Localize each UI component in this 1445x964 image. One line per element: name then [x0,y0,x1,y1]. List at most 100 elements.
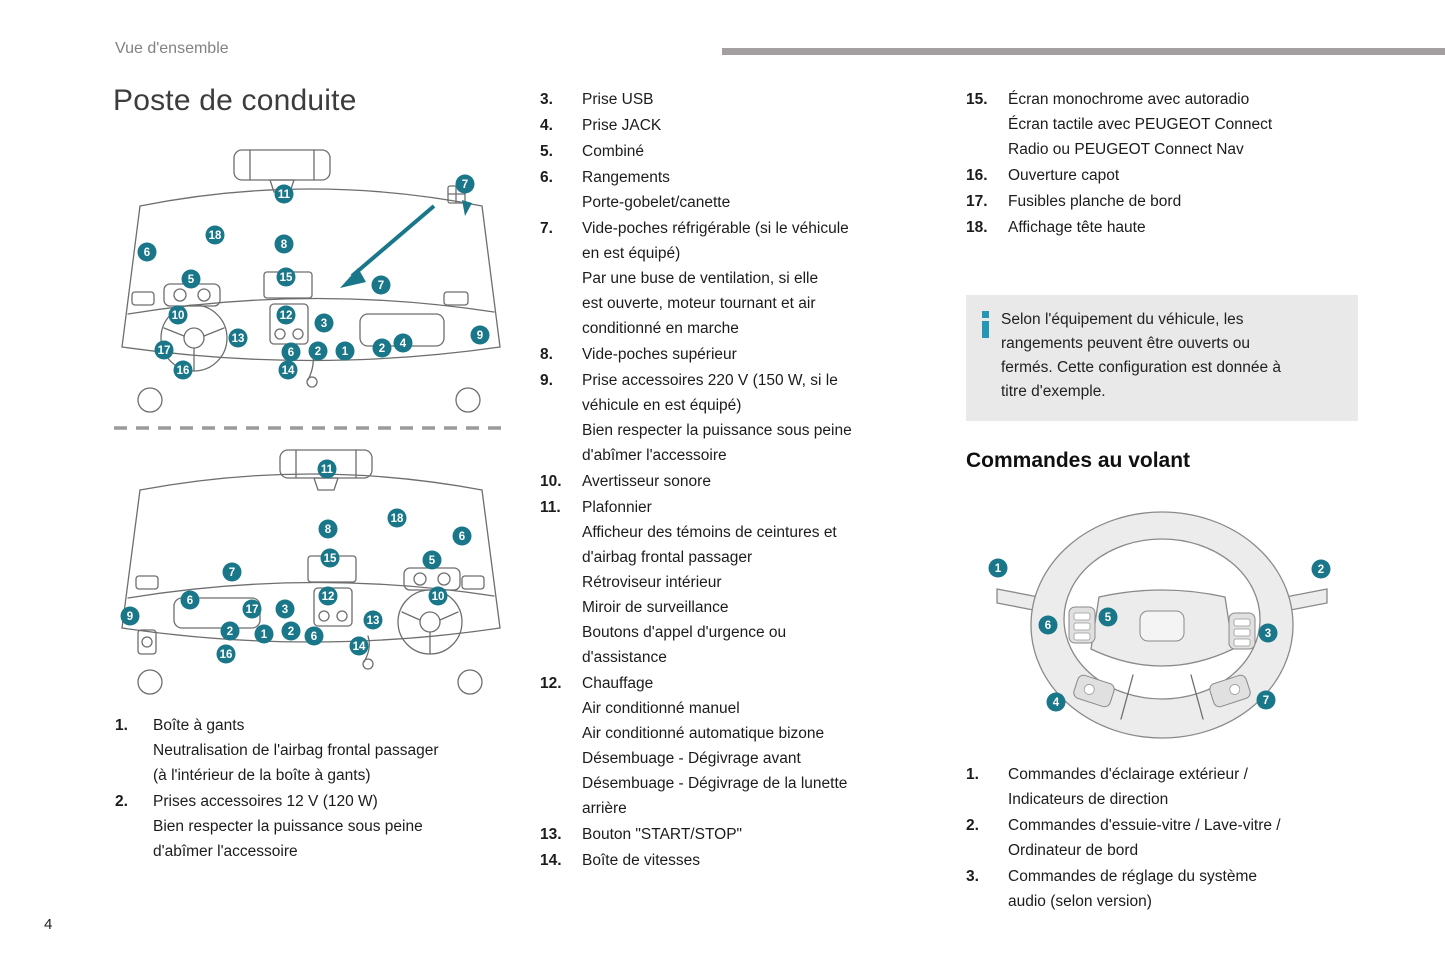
item-number: 11. [540,499,561,516]
callout-badge-12: 12 [318,586,338,606]
item-text: Commandes d'essuie-vitre / Lave-vitre / … [1008,817,1281,859]
svg-text:5: 5 [188,274,195,286]
list-item: 15.Écran monochrome avec autoradio Écran… [966,87,1371,162]
item-text: Commandes de réglage du système audio (s… [1008,868,1257,910]
item-text: Prise JACK [582,117,662,134]
item-number: 15. [966,91,988,108]
svg-text:16: 16 [177,365,190,377]
item-number: 3. [966,868,979,885]
steering-wheel-line-art [996,511,1328,739]
pointer-arrow [340,200,472,288]
callout-badge-4: 4 [393,333,413,353]
item-list-wheel: 1.Commandes d'éclairage extérieur / Indi… [966,762,1371,915]
callout-badge-13: 13 [228,328,248,348]
item-number: 5. [540,143,553,160]
svg-text:14: 14 [353,641,366,653]
item-text: Combiné [582,143,645,160]
list-item: 9.Prise accessoires 220 V (150 W, si le … [540,368,925,468]
svg-text:13: 13 [232,333,245,345]
section-title-steering: Commandes au volant [966,449,1191,472]
svg-text:4: 4 [400,338,407,350]
callout-badge-17: 17 [154,340,174,360]
svg-text:3: 3 [321,318,327,330]
callout-badge-7: 7 [222,562,242,582]
callout-badge-2: 2 [220,621,240,641]
callout-badge-16: 16 [173,360,193,380]
list-item: 14.Boîte de vitesses [540,848,925,873]
svg-text:1: 1 [342,346,349,358]
svg-text:15: 15 [324,553,337,565]
list-item: 7. Vide-poches réfrigérable (si le véhicu… [540,216,925,341]
item-number: 13. [540,826,562,843]
callout-badge-15: 15 [276,267,296,287]
page-title: Poste de conduite [113,84,357,117]
item-text: Chauffage Air conditionné manuel Air con… [582,675,848,817]
item-number: 2. [966,817,979,834]
chapter-header: Vue d'ensemble [115,40,229,57]
callout-badge-1: 1 [988,558,1008,578]
page-number: 4 [44,916,53,933]
callout-badge-3: 3 [314,313,334,333]
list-item: 1.Boîte à gants Neutralisation de l'airb… [115,713,530,788]
list-item: 8.Vide-poches supérieur [540,342,925,367]
svg-text:5: 5 [1105,612,1112,624]
item-text: Fusibles planche de bord [1008,193,1182,210]
item-text: Bouton "START/STOP" [582,826,743,843]
item-text: Boîte à gants Neutralisation de l'airbag… [153,717,439,784]
list-item: 10.Avertisseur sonore [540,469,925,494]
svg-text:6: 6 [288,347,294,359]
item-text: Vide-poches supérieur [582,346,737,363]
item-list-right: 15.Écran monochrome avec autoradio Écran… [966,87,1371,241]
svg-text:2: 2 [288,626,294,638]
info-icon [982,308,990,407]
list-item: 3. Commandes de réglage du système audio … [966,864,1371,914]
callout-badge-8: 8 [318,519,338,539]
chapter-divider-bar [722,48,1445,55]
list-item: 12.Chauffage Air conditionné manuel Air … [540,671,925,821]
callout-badge-3: 3 [1258,623,1278,643]
svg-text:2: 2 [1318,564,1324,576]
info-note: Selon l'équipement du véhicule, les rang… [966,295,1358,421]
svg-text:7: 7 [462,179,468,191]
callout-badge-5: 5 [1098,607,1118,627]
svg-text:7: 7 [1263,695,1269,707]
svg-text:17: 17 [246,604,259,616]
svg-text:1: 1 [261,629,268,641]
svg-text:4: 4 [1053,697,1060,709]
svg-text:6: 6 [187,595,193,607]
svg-text:16: 16 [220,649,233,661]
item-text: Rangements Porte-gobelet/canette [582,169,731,211]
list-item: 2.Prises accessoires 12 V (120 W) Bien r… [115,789,530,864]
svg-text:17: 17 [158,345,171,357]
svg-text:7: 7 [229,567,235,579]
callout-badge-6: 6 [281,342,301,362]
svg-text:12: 12 [280,310,293,322]
item-text: Avertisseur sonore [582,473,711,490]
callout-badge-6: 6 [304,626,324,646]
item-text: Prise accessoires 220 V (150 W, si le vé… [582,372,852,464]
svg-text:15: 15 [280,272,293,284]
callout-badge-16: 16 [216,644,236,664]
item-number: 6. [540,169,553,186]
list-item: 13. Bouton "START/STOP" [540,822,925,847]
item-number: 2. [115,793,128,810]
item-number: 18. [966,219,988,236]
item-number: 4. [540,117,553,134]
callout-badge-1: 1 [254,624,274,644]
svg-text:6: 6 [459,531,465,543]
callout-badge-5: 5 [422,550,442,570]
svg-text:6: 6 [311,631,317,643]
svg-text:3: 3 [282,604,288,616]
callout-badge-15: 15 [320,548,340,568]
list-item: 16.Ouverture capot [966,163,1371,188]
item-text: Vide-poches réfrigérable (si le véhicule… [582,220,849,337]
list-item: 1.Commandes d'éclairage extérieur / Indi… [966,762,1371,812]
item-number: 16. [966,167,988,184]
svg-text:18: 18 [391,513,404,525]
item-number: 7. [540,220,553,237]
list-item: 2. Commandes d'essuie-vitre / Lave-vitre … [966,813,1371,863]
callout-badge-10: 10 [428,586,448,606]
